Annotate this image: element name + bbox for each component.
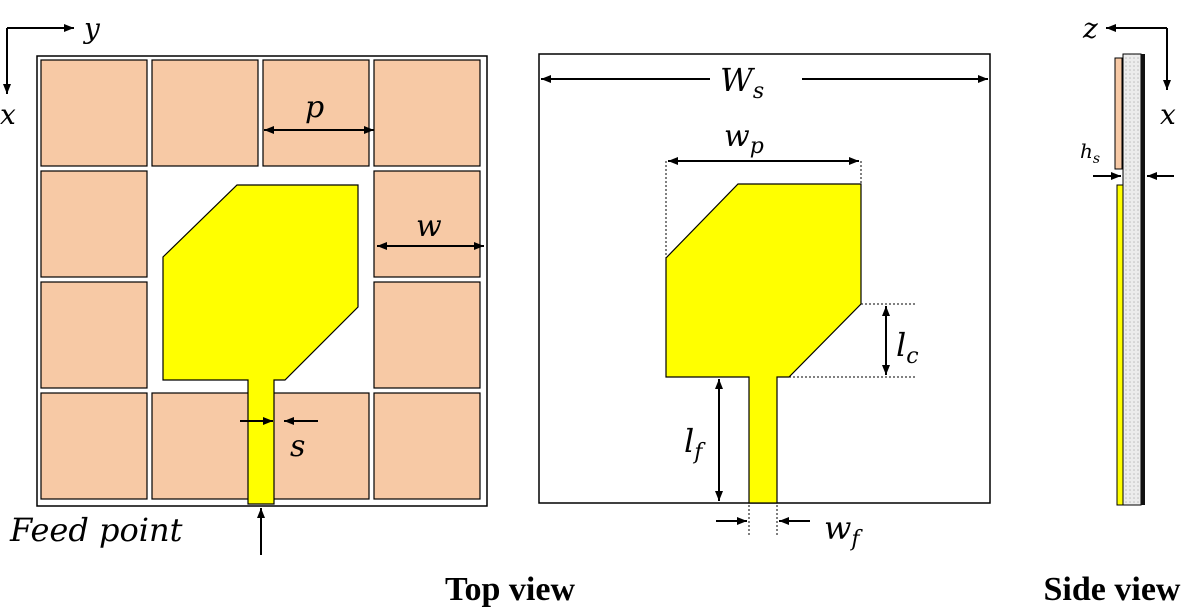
unit-cell [262,392,370,500]
hs-label: hs [1080,139,1100,167]
x-axis-label-side: x [1160,98,1176,131]
side-patch-layer [1116,184,1124,506]
top-view-caption: Top view [445,571,576,608]
metasurface-view: y x p w s Feed point [0,12,488,555]
unit-cell [373,281,481,389]
ws-label: Ws [720,61,764,104]
wp-label: wp [724,119,764,159]
unit-cell [373,59,481,167]
x-axis-label: x [0,98,16,131]
unit-cell [40,59,148,167]
patch-radiator-main [665,183,862,504]
unit-cell [151,392,259,500]
unit-cell [262,59,370,167]
unit-cell [40,170,148,278]
patch-radiator [162,184,359,505]
w-label: w [416,209,442,244]
wf-label: wf [824,509,863,552]
side-substrate [1122,53,1142,506]
side-view: z x hs [1080,12,1176,506]
antenna-view: Ws wp lc lf wf [538,53,991,552]
unit-cell [151,59,259,167]
unit-cell [40,392,148,500]
unit-cell [373,170,481,278]
feed-point-label: Feed point [9,511,183,549]
unit-cell [40,281,148,389]
y-axis-label: y [82,12,101,45]
unit-cell [373,392,481,500]
side-view-caption: Side view [1044,571,1181,608]
lc-label: lc [896,326,919,369]
z-axis-label: z [1082,12,1098,45]
s-label: s [290,429,305,464]
side-cell-layer [1114,57,1123,170]
side-ground-plane [1141,54,1145,505]
p-label: p [305,90,324,125]
unit-cells [40,59,481,500]
